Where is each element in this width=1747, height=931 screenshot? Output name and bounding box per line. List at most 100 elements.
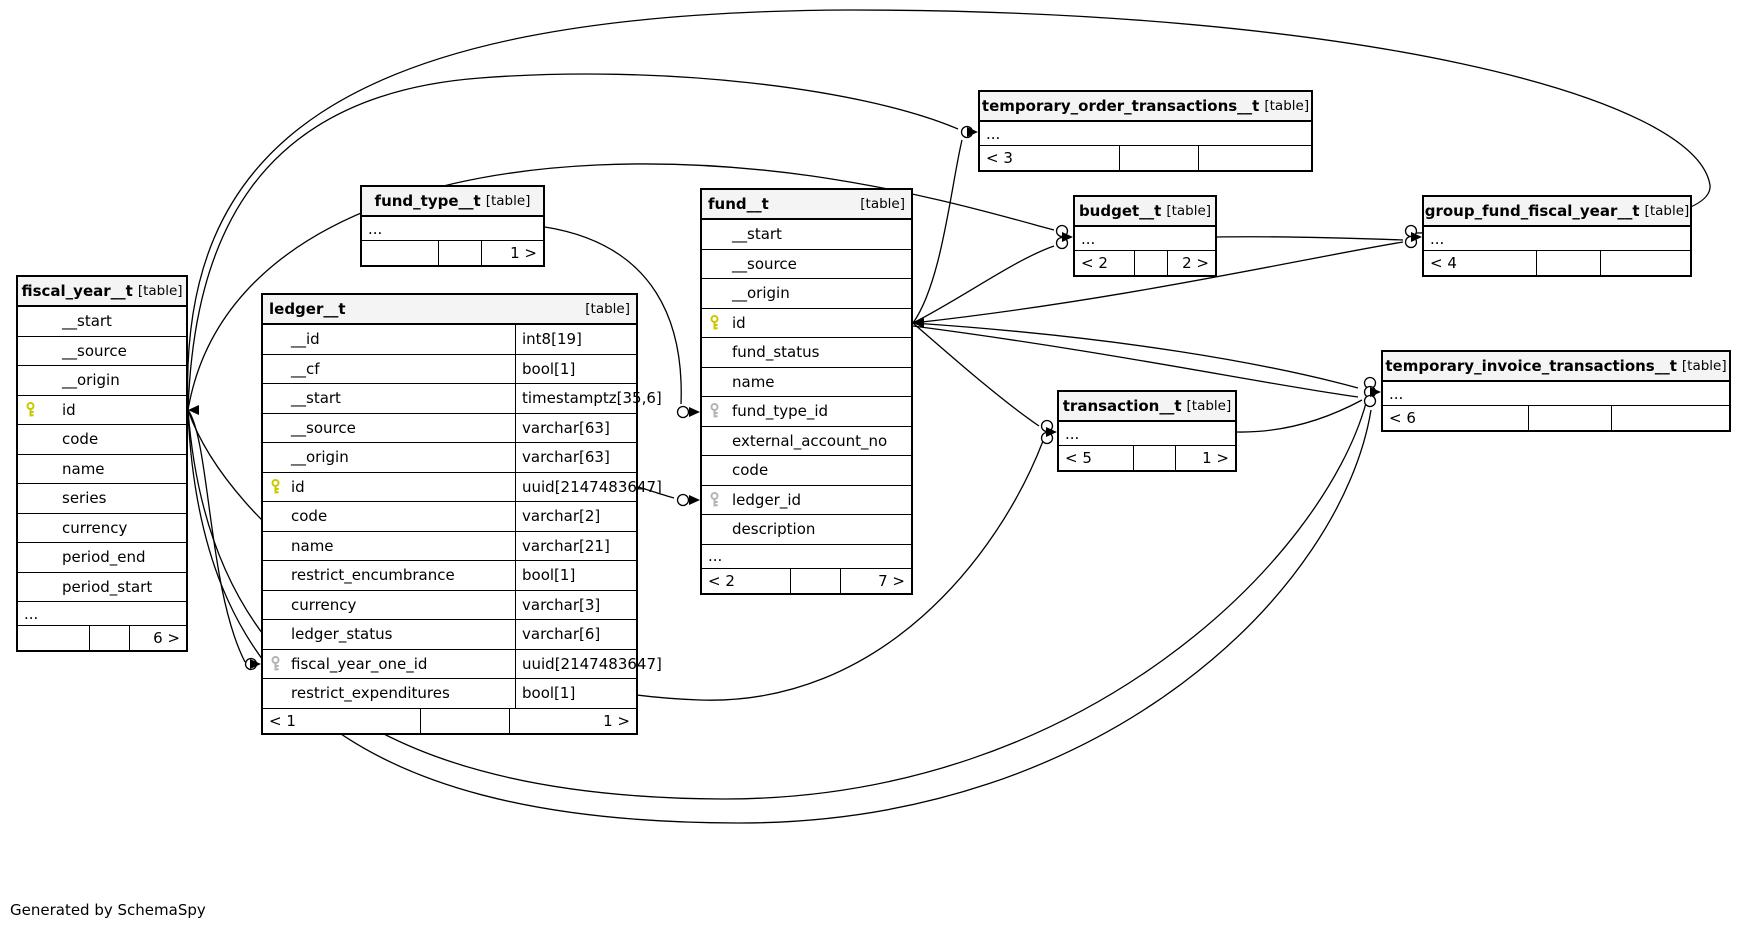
related-children-count: 1 > [509, 708, 636, 733]
table-footer: < 4 [1424, 251, 1690, 275]
column-name: __start [732, 225, 782, 244]
related-parents-count [362, 241, 438, 265]
table-header[interactable]: ledger__t[table] [263, 295, 636, 325]
table-title: fund__t [708, 195, 769, 213]
footer-spacer [88, 626, 129, 650]
column-row-__origin: __origin [18, 366, 186, 396]
column-type: timestamptz[35,6] [522, 389, 662, 408]
column-name: __cf [291, 359, 320, 378]
hidden-columns-ellipsis: ... [980, 122, 1311, 146]
primary-key-icon [270, 478, 281, 495]
edge-fundtype-fund [544, 226, 682, 405]
edge-fiscalyear-tempinvoice [187, 402, 1367, 800]
column-type: varchar[63] [522, 418, 610, 437]
column-name: ledger_id [732, 490, 802, 509]
edge-fund-temporder [912, 139, 963, 324]
column-row-id: id [18, 396, 186, 425]
column-name: restrict_expenditures [291, 684, 450, 703]
related-parents-count: < 5 [1065, 449, 1092, 467]
column-name: __source [732, 254, 797, 273]
footer-spacer [1133, 251, 1168, 275]
table-header[interactable]: budget__t[table] [1075, 197, 1215, 227]
table-header[interactable]: fund__t [table] [702, 190, 911, 220]
hidden-columns-ellipsis: ... [1075, 227, 1215, 251]
column-name: ledger_status [291, 625, 393, 644]
foreign-key-icon [709, 491, 720, 508]
column-name: code [62, 430, 99, 449]
column-name: __origin [291, 448, 349, 467]
table-tag: [table] [1644, 203, 1690, 219]
table-header[interactable]: temporary_invoice_transactions__t[table] [1383, 352, 1729, 382]
column-name: __start [291, 389, 341, 408]
footer-spacer [1535, 251, 1600, 275]
column-row-currency: currency [18, 514, 186, 543]
table-temporary_invoice_transactions_t[interactable]: temporary_invoice_transactions__t[table]… [1381, 350, 1731, 432]
table-header[interactable]: fiscal_year__t[table] [18, 277, 186, 307]
column-type: varchar[3] [522, 595, 601, 614]
footer-spacer [438, 241, 481, 265]
table-group_fund_fiscal_year_t[interactable]: group_fund_fiscal_year__t[table]...< 4 [1422, 195, 1692, 277]
column-name: name [732, 372, 775, 391]
column-row-currency: currency varchar[3] [263, 590, 636, 620]
footer-spacer [789, 568, 840, 593]
column-row-__source: __source [702, 250, 911, 279]
table-header[interactable]: temporary_order_transactions__t[table] [980, 92, 1311, 122]
edge-transaction-tempinvoice [1236, 399, 1363, 433]
column-name: __id [291, 330, 320, 349]
column-type: varchar[21] [522, 536, 610, 555]
foreign-key-icon [709, 403, 720, 420]
table-footer: < 6 [1383, 406, 1729, 430]
table-fund_type_t[interactable]: fund_type__t[table]...1 > [360, 185, 545, 267]
related-parents-count: < 1 [269, 711, 296, 730]
table-header[interactable]: fund_type__t[table] [362, 187, 543, 217]
related-children-count: 2 > [1167, 251, 1215, 275]
column-type: varchar[2] [522, 507, 601, 526]
table-fiscal_year_t[interactable]: fiscal_year__t[table]__start __source __or… [16, 275, 188, 652]
column-name: code [291, 507, 328, 526]
column-row-restrict_expenditures: restrict_expenditures bool[1] [263, 679, 636, 709]
edge-bottom-arc-tempinvoice [187, 409, 1372, 824]
table-tag: [table] [1681, 358, 1727, 374]
table-title: group_fund_fiscal_year__t [1424, 202, 1640, 220]
column-row-__start: __start [702, 220, 911, 250]
table-header[interactable]: transaction__t[table] [1059, 392, 1235, 422]
column-row-__origin: __origin [702, 279, 911, 309]
table-temporary_order_transactions_t[interactable]: temporary_order_transactions__t[table]..… [978, 90, 1313, 172]
column-row-name: name [702, 368, 911, 397]
column-name: __source [62, 341, 127, 360]
table-tag: [table] [860, 196, 905, 212]
column-name: __origin [732, 284, 790, 303]
table-title: temporary_order_transactions__t [981, 97, 1260, 115]
foreign-key-icon [270, 655, 281, 672]
column-name: currency [62, 518, 128, 537]
column-type: varchar[6] [522, 625, 601, 644]
column-name: series [62, 489, 107, 508]
column-type: uuid[2147483647] [522, 654, 662, 673]
footer-spacer [1119, 146, 1198, 170]
column-row-ledger_id: ledger_id [702, 486, 911, 515]
column-name: fund_status [732, 343, 820, 362]
column-name: id [291, 477, 305, 496]
column-row-fund_type_id: fund_type_id [702, 397, 911, 427]
table-header[interactable]: group_fund_fiscal_year__t[table] [1424, 197, 1690, 227]
column-row-__start: __start [18, 307, 186, 337]
primary-key-icon [709, 314, 720, 331]
column-name: currency [291, 595, 357, 614]
column-name: description [732, 520, 816, 539]
footer-spacer [1132, 446, 1175, 470]
column-row-name: name [18, 455, 186, 484]
edge-fund-groupfund [912, 241, 1404, 324]
column-type: bool[1] [522, 684, 576, 703]
edge-fiscalyear-ledger [187, 409, 246, 663]
